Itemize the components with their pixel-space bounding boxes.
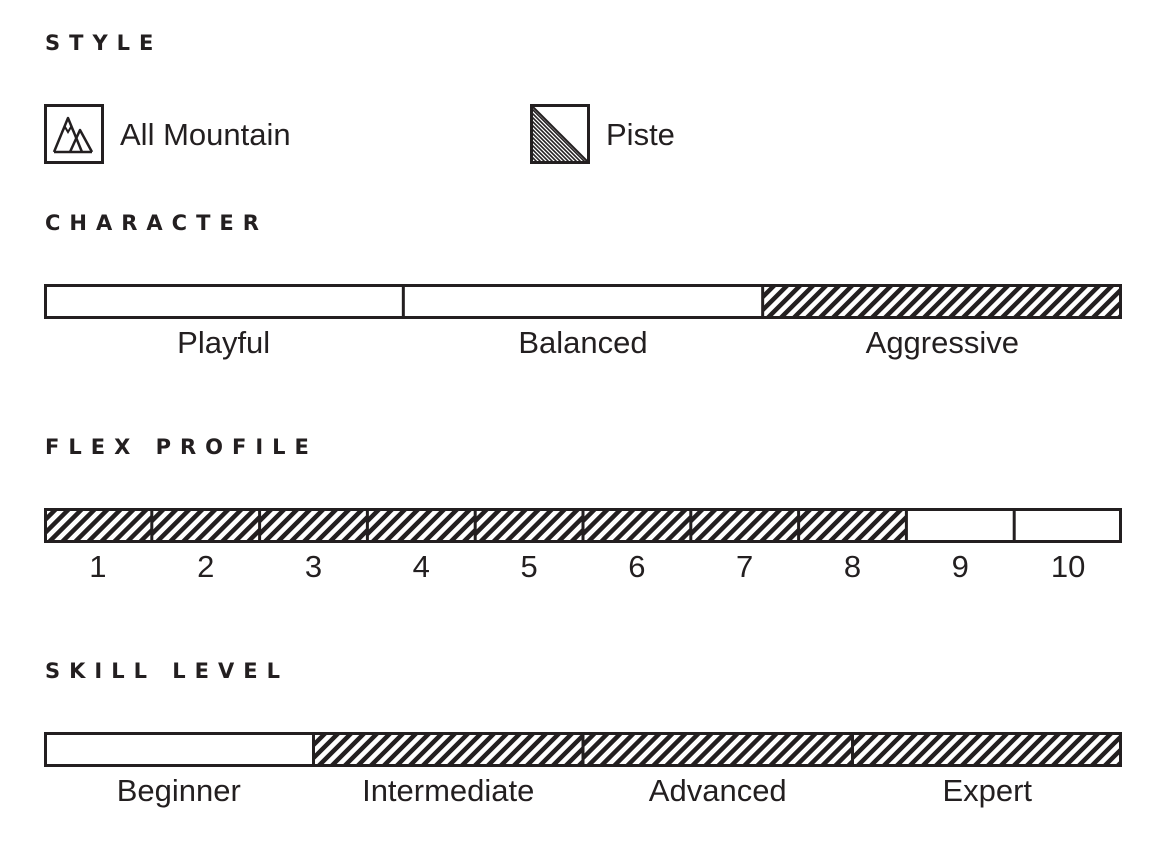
flex-profile-scale-bar [44, 508, 1122, 543]
character-labels: Playful Balanced Aggressive [44, 327, 1122, 358]
skill-label-intermediate: Intermediate [362, 773, 535, 808]
flex-label-5: 5 [520, 549, 538, 584]
flex-label-2: 2 [197, 549, 215, 584]
character-scale-bar [44, 284, 1122, 319]
flex-outline [44, 508, 1122, 543]
skill-label-expert: Expert [942, 773, 1033, 808]
skill-level-heading: SKILL LEVEL [45, 659, 289, 683]
flex-segment-4 [365, 508, 476, 543]
style-label-all-mountain: All Mountain [120, 116, 291, 152]
skill-level-scale-bar [44, 732, 1122, 767]
style-item-all-mountain: All Mountain [44, 104, 291, 164]
character-label-playful: Playful [177, 325, 271, 360]
mountain-icon [44, 104, 104, 164]
character-outline [44, 284, 1122, 319]
flex-label-3: 3 [304, 549, 323, 584]
hatched-triangle-icon [530, 104, 590, 164]
flex-label-9: 9 [951, 549, 969, 584]
character-label-aggressive: Aggressive [865, 325, 1019, 360]
flex-segment-1 [44, 508, 152, 543]
flex-label-8: 8 [843, 549, 862, 584]
character-segment-3 [761, 284, 1122, 319]
skill-segment-3 [581, 732, 853, 767]
style-heading: STYLE [45, 31, 163, 55]
style-label-piste: Piste [606, 116, 675, 152]
flex-segment-2 [150, 508, 260, 543]
flex-label-10: 10 [1050, 549, 1086, 584]
flex-label-6: 6 [628, 549, 646, 584]
flex-label-4: 4 [412, 549, 430, 584]
flex-segment-6 [581, 508, 691, 543]
skill-segment-2 [312, 732, 583, 767]
flex-label-1: 1 [89, 549, 107, 584]
flex-profile-labels: 1 2 3 4 5 6 7 8 9 10 [44, 551, 1122, 582]
skill-outline [44, 732, 1122, 767]
character-label-balanced: Balanced [518, 325, 648, 360]
skill-level-labels: Beginner Intermediate Advanced Expert [44, 775, 1122, 806]
flex-segment-8 [797, 508, 907, 543]
flex-segment-3 [258, 508, 368, 543]
flex-profile-heading: FLEX PROFILE [45, 435, 318, 459]
skill-label-advanced: Advanced [648, 773, 787, 808]
character-heading: CHARACTER [45, 211, 268, 235]
style-item-piste: Piste [530, 104, 675, 164]
skill-label-beginner: Beginner [116, 773, 241, 808]
skill-segment-4 [851, 732, 1122, 767]
flex-label-7: 7 [736, 549, 754, 584]
flex-segment-7 [689, 508, 799, 543]
flex-segment-5 [473, 508, 584, 543]
